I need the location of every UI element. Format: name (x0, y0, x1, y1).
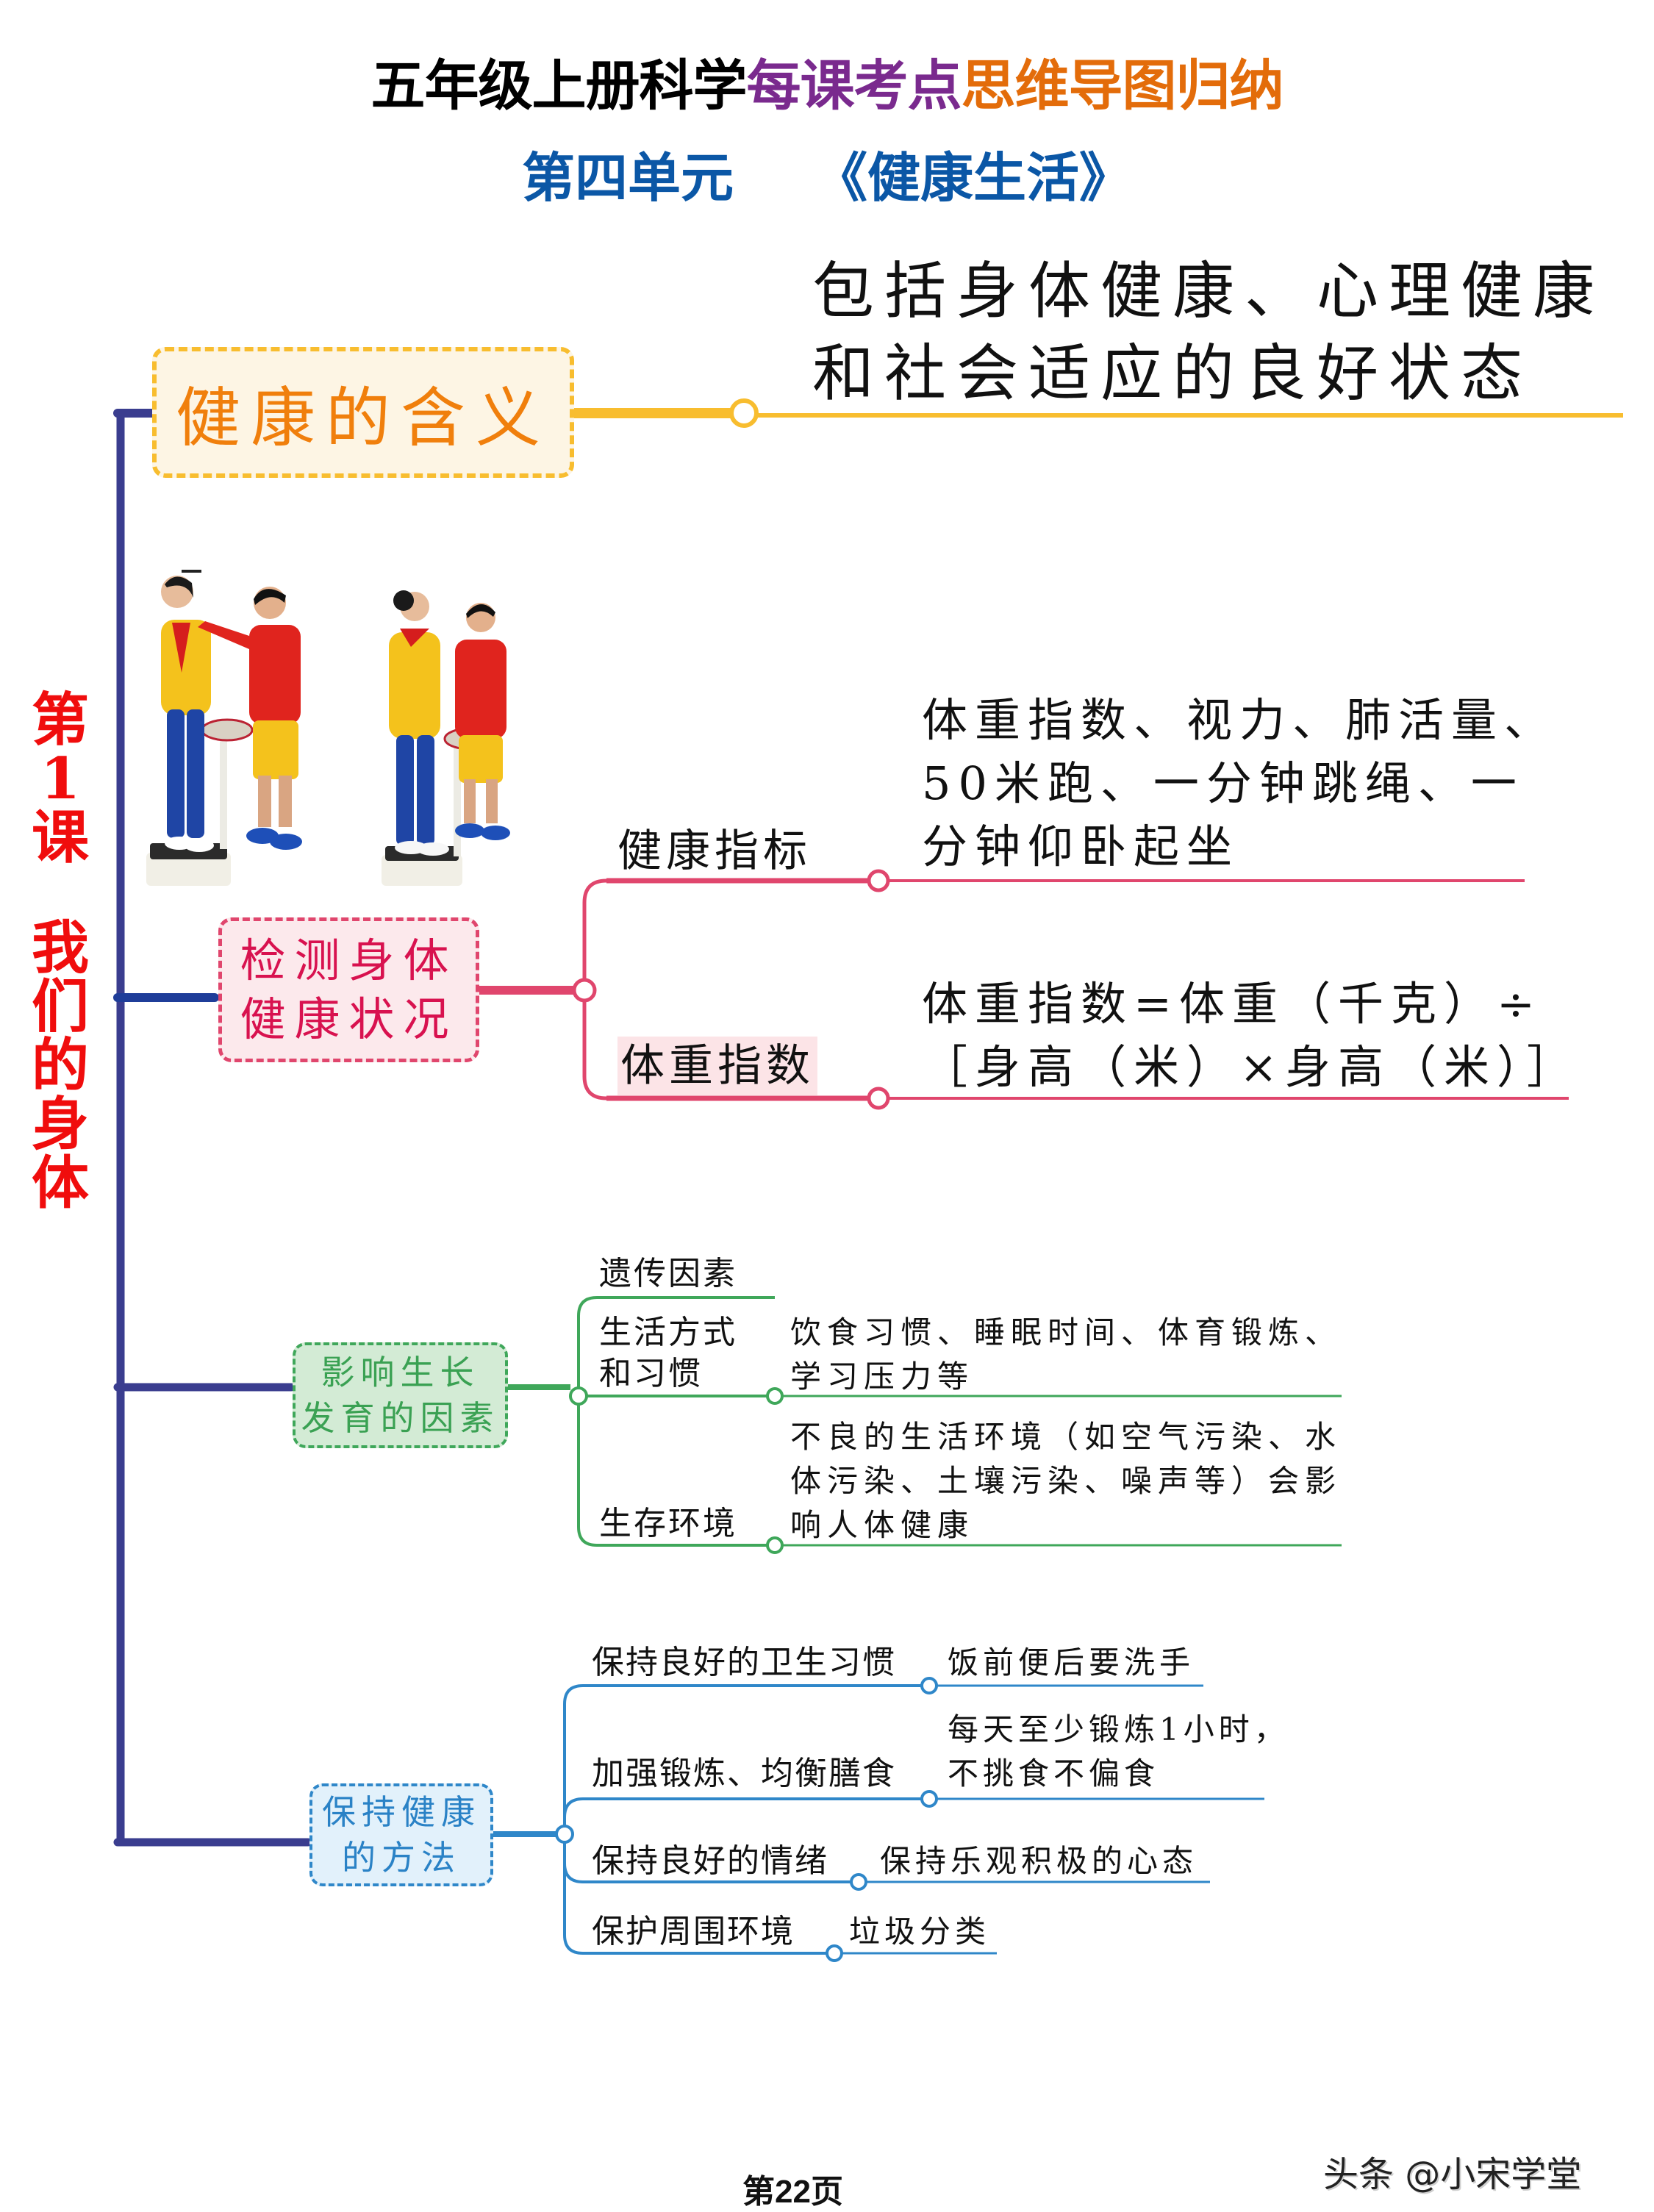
detail-line: 饮食习惯、睡眠时间、体育锻炼、 (790, 1314, 1342, 1350)
topic-label-line: 发育的因素 (301, 1398, 500, 1438)
branch-detail-emotion: 保持乐观积极的心态 (880, 1839, 1197, 1883)
lesson-char: 我 (31, 914, 89, 981)
detail-line: ［身高（米）×身高（米）］ (922, 1040, 1580, 1094)
detail-line: 每天至少锻炼1小时， (948, 1711, 1289, 1747)
title-part-grade: 五年级上册科学 (370, 55, 748, 116)
topic-node-growth-factors[interactable]: 影响生长 发育的因素 (293, 1342, 508, 1448)
topic-label-line: 保持健康 (322, 1792, 481, 1832)
topic-node-check-health[interactable]: 检测身体 健康状况 (218, 917, 479, 1062)
detail-line: 学习压力等 (790, 1359, 975, 1395)
unit-name: 《健康生活》 (815, 149, 1133, 208)
label-line: 遗传因素 (599, 1255, 737, 1292)
detail-line: 体重指数=体重（千克）÷ (922, 977, 1542, 1031)
branch-detail-hygiene: 饭前便后要洗手 (948, 1641, 1195, 1685)
detail-line: 50米跑、一分钟跳绳、一 (922, 756, 1524, 810)
detail-line: 不良的生活环境（如空气污染、水 (790, 1419, 1342, 1455)
topic-label-line: 检测身体 (240, 933, 458, 987)
branch-label-bmi[interactable]: 体重指数 (617, 1037, 817, 1095)
label-line: 和习惯 (599, 1355, 703, 1392)
topic-label-line: 的方法 (342, 1838, 461, 1878)
page-number: 第22页 (742, 2174, 843, 2210)
branch-label-emotion[interactable]: 保持良好的情绪 (592, 1842, 828, 1880)
branch-label-exercise-diet[interactable]: 加强锻炼、均衡膳食 (592, 1755, 896, 1792)
detail-line: 垃圾分类 (849, 1914, 991, 1950)
topic-label-line: 健康状况 (240, 992, 458, 1046)
text-line: 包括身体健康、心理健康 (812, 255, 1605, 327)
detail-line: 响人体健康 (790, 1507, 975, 1543)
branch-label-heredity[interactable]: 遗传因素 (599, 1253, 737, 1295)
detail-line: 体重指数、视力、肺活量、 (922, 693, 1558, 747)
topic-node-health-meaning[interactable]: 健康的含义 (152, 347, 574, 478)
branch-detail-exercise-diet: 每天至少锻炼1小时， 不挑食不偏食 (948, 1708, 1289, 1796)
watermark: 头条 @小宋学堂 (1323, 2154, 1582, 2195)
text-line: 和社会适应的良好状态 (812, 337, 1533, 409)
lesson-char: 课 (31, 804, 89, 871)
lesson-char: 的 (31, 1032, 89, 1099)
detail-line: 分钟仰卧起坐 (922, 820, 1240, 873)
title-part-keypoints: 每课考点 (746, 55, 962, 116)
lesson-title: 第 1 课 我 们 的 身 体 (26, 691, 94, 1213)
branch-detail-health-indicators: 体重指数、视力、肺活量、 50米跑、一分钟跳绳、一 分钟仰卧起坐 (922, 689, 1557, 878)
unit-subtitle: 第四单元 《健康生活》 (0, 146, 1654, 212)
photo-students-scale-icon (146, 562, 514, 890)
branch-detail-bmi-formula: 体重指数=体重（千克）÷ ［身高（米）×身高（米）］ (922, 973, 1580, 1099)
title-part-mindmap: 思维导图归纳 (961, 55, 1284, 116)
detail-line: 保持乐观积极的心态 (880, 1843, 1198, 1879)
lesson-char: 身 (31, 1091, 89, 1158)
lesson-char: 们 (31, 973, 89, 1040)
page-title: 五年级上册科学每课考点思维导图归纳 (0, 53, 1654, 119)
detail-line: 饭前便后要洗手 (948, 1644, 1195, 1681)
detail-line: 体污染、土壤污染、噪声等）会影 (790, 1463, 1342, 1499)
branch-label-health-indicators[interactable]: 健康指标 (617, 826, 812, 877)
lesson-char: 体 (31, 1150, 89, 1217)
lesson-char: 1 (40, 745, 81, 812)
topic-node-health-methods[interactable]: 保持健康 的方法 (309, 1783, 493, 1886)
branch-label-lifestyle[interactable]: 生活方式 和习惯 (599, 1312, 737, 1395)
detail-line: 不挑食不偏食 (948, 1755, 1160, 1792)
label-line: 生活方式 (599, 1314, 737, 1351)
lesson-char: 第 (31, 687, 89, 754)
branch-label-hygiene[interactable]: 保持良好的卫生习惯 (592, 1644, 896, 1681)
branch-detail-lifestyle: 饮食习惯、睡眠时间、体育锻炼、 学习压力等 (790, 1311, 1342, 1399)
branch-detail-environment-protect: 垃圾分类 (849, 1910, 990, 1954)
unit-number: 第四单元 (521, 149, 734, 208)
topic-label: 健康的含义 (175, 379, 551, 456)
health-meaning-text: 包括身体健康、心理健康 和社会适应的良好状态 (812, 250, 1605, 415)
branch-label-environment[interactable]: 生存环境 (599, 1503, 737, 1545)
topic-label-line: 影响生长 (321, 1353, 480, 1392)
branch-label-environment-protect[interactable]: 保护周围环境 (592, 1913, 795, 1950)
label-line: 生存环境 (599, 1505, 737, 1542)
branch-detail-environment: 不良的生活环境（如空气污染、水 体污染、土壤污染、噪声等）会影 响人体健康 (790, 1415, 1342, 1547)
